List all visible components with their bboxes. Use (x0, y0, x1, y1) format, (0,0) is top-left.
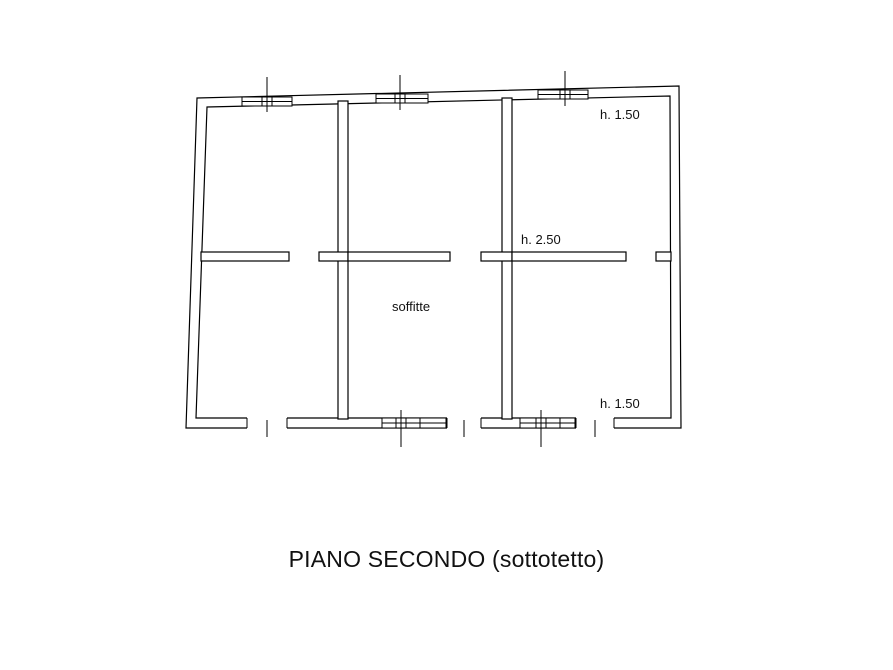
top-window-1 (241, 77, 293, 112)
corridor-wall-5 (511, 251, 627, 262)
corridor-wall-4 (480, 251, 513, 262)
bottom-opening-3 (446, 417, 482, 437)
bottom-window-2 (381, 410, 447, 447)
height-label-bottom-right: h. 1.50 (600, 396, 640, 411)
height-label-top-right: h. 1.50 (600, 107, 640, 122)
height-label-center: h. 2.50 (521, 232, 561, 247)
corridor-wall-6 (655, 251, 672, 262)
room-label-soffitte: soffitte (392, 299, 430, 314)
top-window-3 (537, 71, 589, 106)
outer-wall (185, 85, 682, 429)
corridor-wall-2 (318, 251, 349, 262)
plan-title: PIANO SECONDO (sottotetto) (288, 546, 605, 572)
corridor-wall-1 (200, 251, 290, 262)
corridor-wall-3 (347, 251, 451, 262)
bottom-window-4 (519, 410, 576, 447)
bottom-opening-1 (246, 417, 288, 437)
bottom-opening-5 (575, 417, 615, 437)
top-window-2 (375, 75, 429, 110)
